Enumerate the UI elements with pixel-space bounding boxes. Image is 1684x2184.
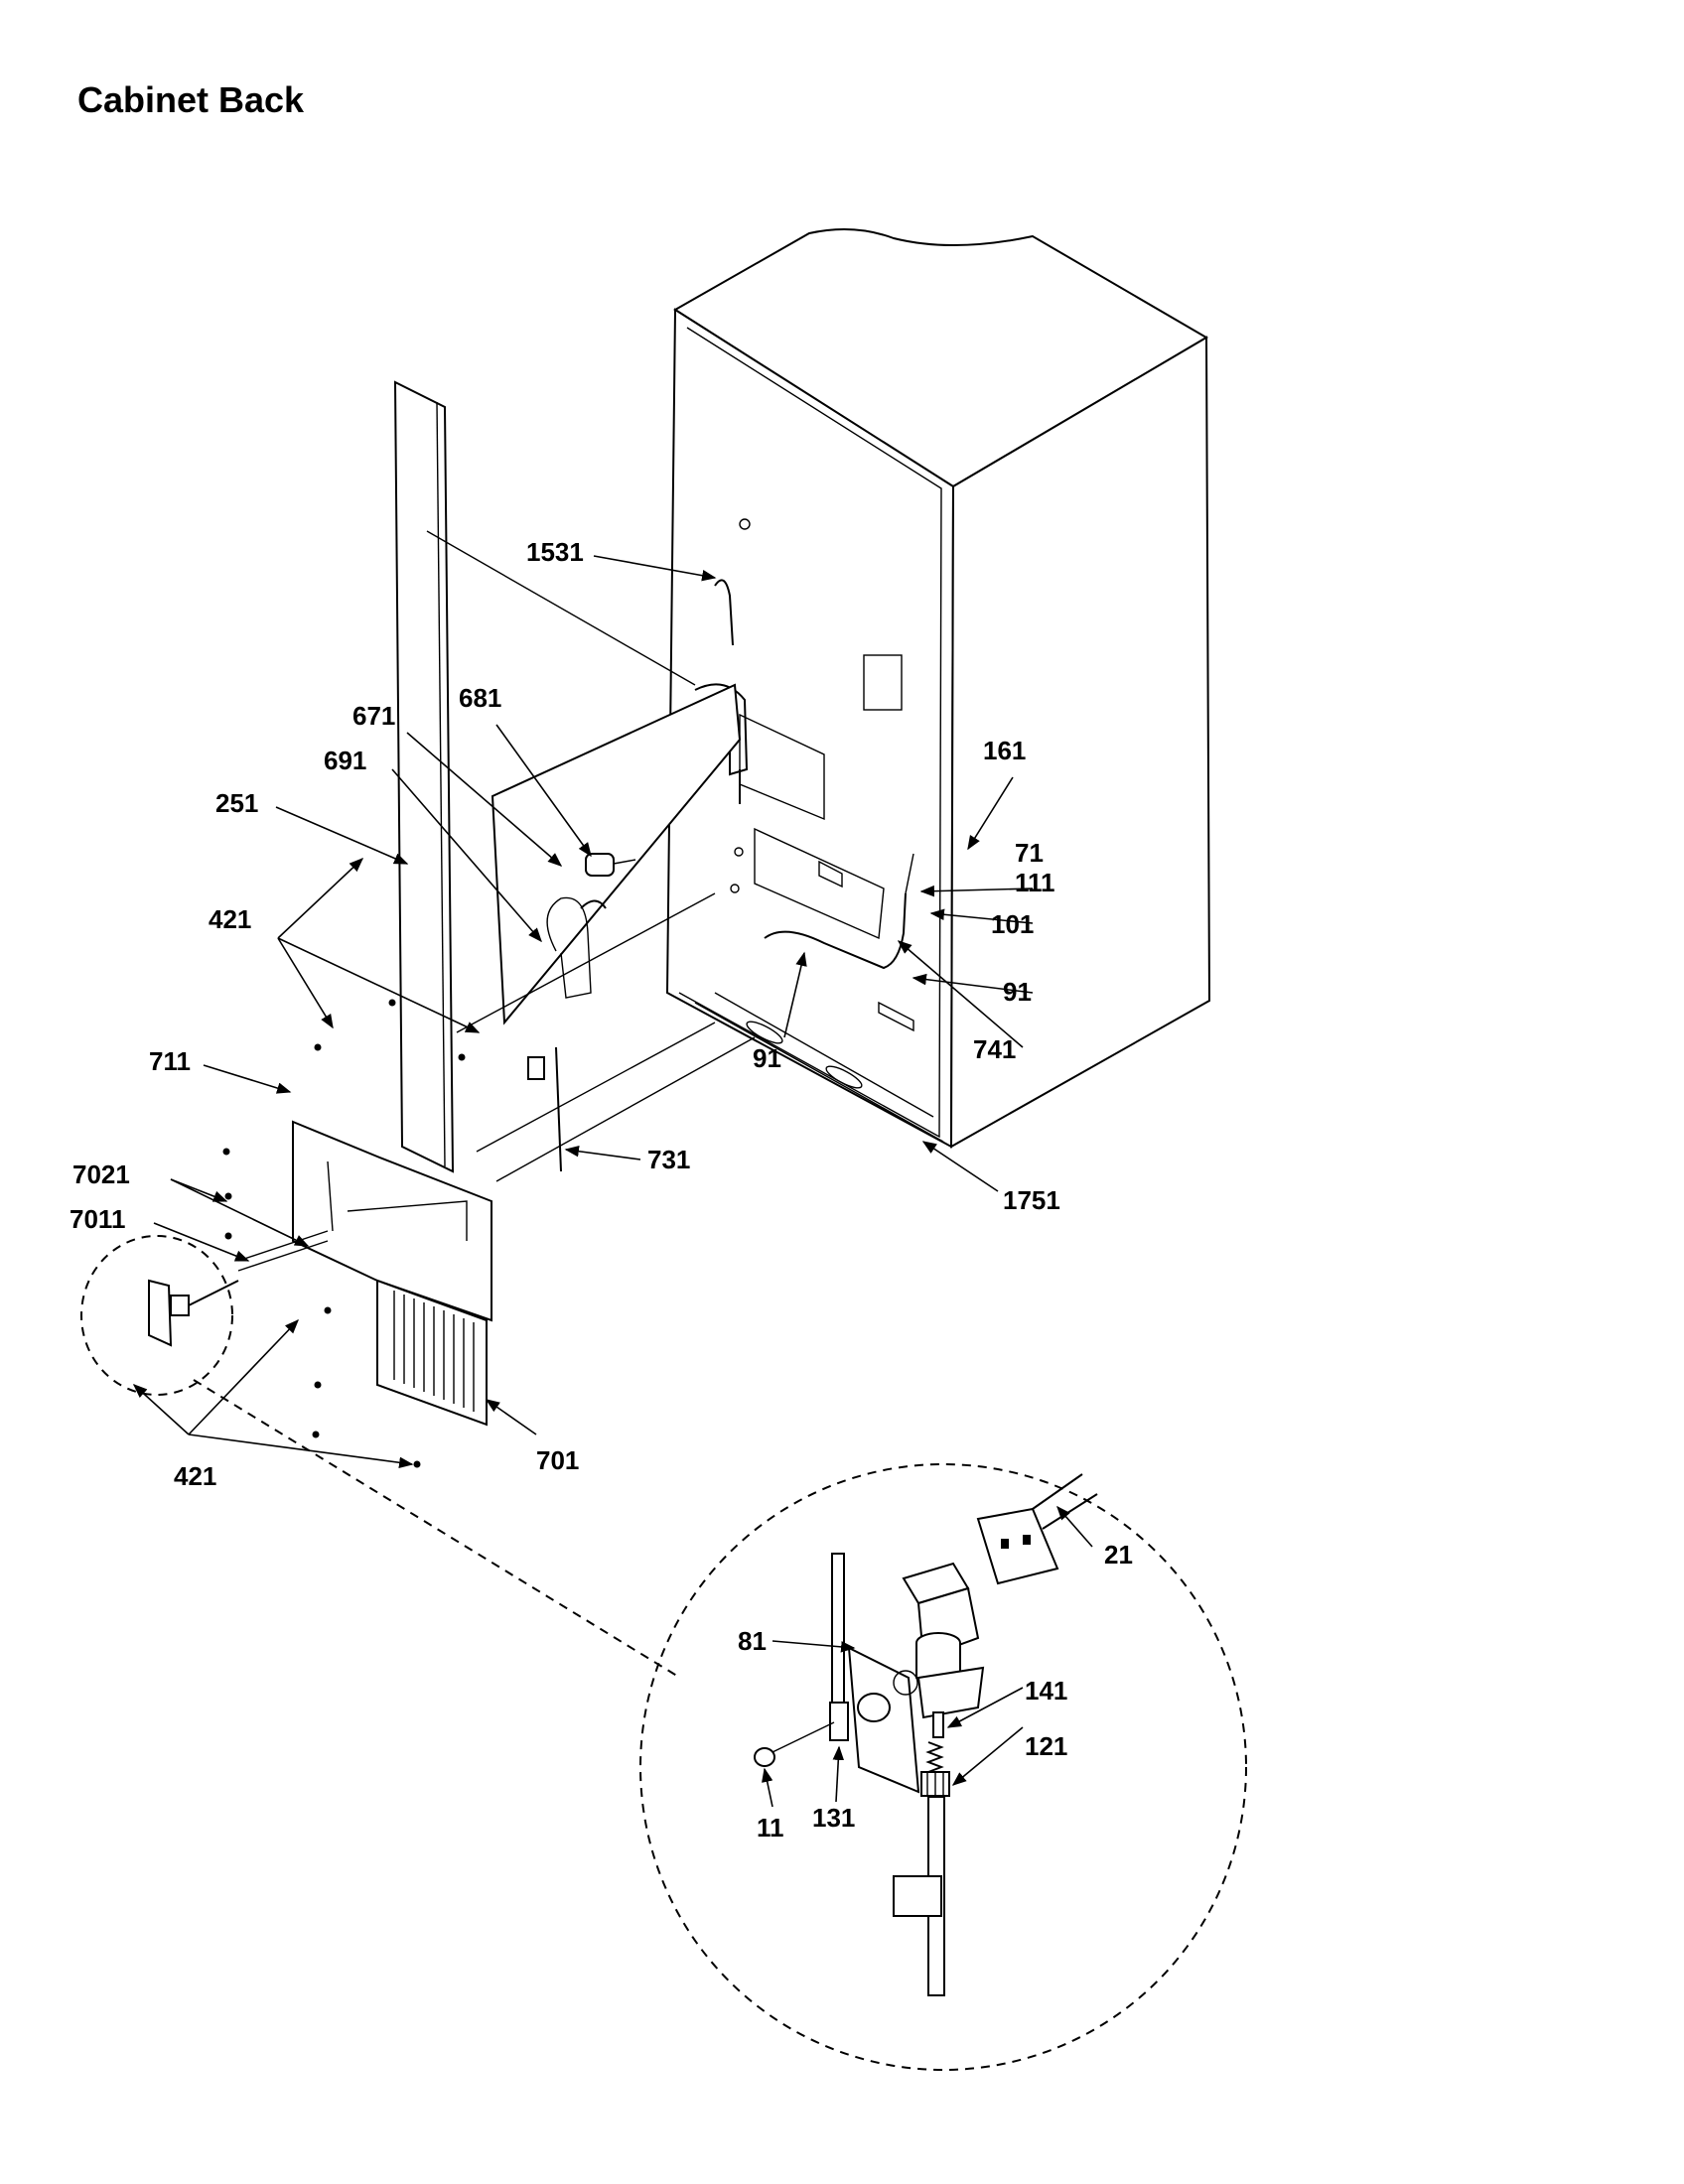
- part-label-671: 671: [352, 701, 395, 731]
- part-label-161: 161: [983, 736, 1026, 765]
- part-label-91-right: 91: [1003, 977, 1032, 1007]
- grille-slots: [393, 1291, 475, 1412]
- part-label-1531: 1531: [526, 537, 584, 567]
- part-label-731: 731: [647, 1145, 690, 1174]
- part-label-111: 111: [1015, 868, 1055, 897]
- part-label-251: 251: [215, 788, 258, 818]
- part-label-711: 711: [149, 1046, 191, 1076]
- part-label-11: 11: [757, 1813, 784, 1843]
- part-label-681: 681: [459, 683, 501, 713]
- part-label-1751: 1751: [1003, 1185, 1060, 1215]
- part-label-131: 131: [812, 1803, 855, 1833]
- part-label-7011: 7011: [70, 1204, 125, 1234]
- part-label-7021: 7021: [72, 1160, 130, 1189]
- part-label-741: 741: [973, 1034, 1016, 1064]
- valve-detail: [754, 1473, 1098, 1996]
- part-label-71: 71: [1015, 838, 1044, 868]
- part-label-701: 701: [536, 1445, 579, 1475]
- cabinet-body: [665, 228, 1211, 1149]
- part-label-101: 101: [991, 909, 1034, 939]
- page-title: Cabinet Back: [77, 79, 305, 120]
- part-label-691: 691: [324, 746, 366, 775]
- part-label-81: 81: [738, 1626, 767, 1656]
- detail-callout-small: [80, 1235, 233, 1396]
- part-label-121: 121: [1025, 1731, 1067, 1761]
- detail-callout-large: [639, 1463, 1247, 2071]
- part-label-21: 21: [1104, 1540, 1133, 1570]
- exploded-panels: [222, 380, 756, 1468]
- part-label-421-lower: 421: [174, 1461, 216, 1491]
- part-label-141: 141: [1025, 1676, 1067, 1706]
- part-labels: 1531 671 681 691 251 421 161 71 111 101 …: [70, 537, 1133, 1843]
- part-label-421-upper: 421: [209, 904, 251, 934]
- leader-lines: [132, 555, 1093, 1808]
- part-label-91-lower: 91: [753, 1043, 781, 1073]
- valve-small: [148, 1230, 329, 1347]
